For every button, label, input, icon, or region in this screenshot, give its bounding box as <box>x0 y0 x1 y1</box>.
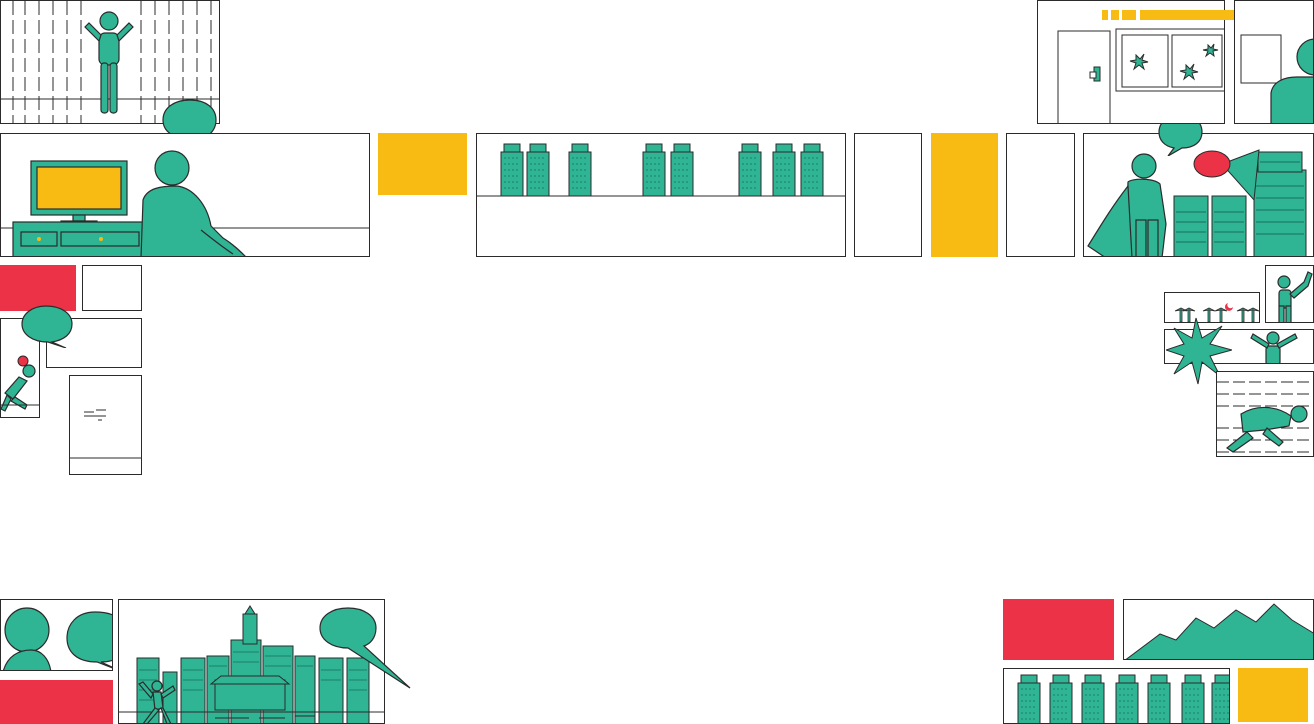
figure-icon <box>1 364 36 412</box>
door-icon <box>1057 28 1224 123</box>
panel-paper-sheet <box>69 375 142 475</box>
person-head-icon <box>4 607 50 653</box>
computer-desk-scene <box>1 150 369 256</box>
building-icon <box>772 143 796 197</box>
buildings-row-scene <box>1017 674 1229 723</box>
waving-figure-icon <box>1277 271 1313 322</box>
running-scene <box>1217 381 1313 453</box>
palm-tree-icon <box>1174 303 1259 322</box>
yellow-block-1 <box>378 133 467 195</box>
red-block-2 <box>0 680 113 724</box>
yellow-stripe-header <box>1111 10 1119 20</box>
panel-blank-narrow-2 <box>1006 133 1075 257</box>
yellow-block-3 <box>1238 668 1308 722</box>
speech-bubble-icon <box>319 607 411 689</box>
windows-scene <box>1057 28 1224 123</box>
panel-buildings-row <box>1003 668 1230 724</box>
panel-blank-narrow-1 <box>854 133 922 257</box>
building-icon <box>1147 674 1171 723</box>
dialogue-scene <box>3 607 112 670</box>
building-icon <box>1017 674 1041 723</box>
building-icon <box>1115 674 1139 723</box>
yellow-stripe-header <box>1102 10 1108 20</box>
person-icon <box>1270 38 1313 123</box>
hero-scene <box>1087 149 1307 256</box>
building-icon <box>670 143 694 197</box>
side-figure-scene <box>1240 34 1313 123</box>
broken-glass-icon <box>1129 43 1219 81</box>
seated-figure-icon <box>140 150 246 256</box>
panel-waving-figure <box>1265 265 1314 323</box>
panel-small-blank <box>82 265 142 311</box>
panel-mountains <box>1123 599 1314 660</box>
speech-bubble-icon <box>21 305 73 348</box>
yellow-stripe-header <box>1140 10 1305 20</box>
panel-computer-desk <box>0 133 370 257</box>
panel-palm-trees <box>1164 292 1260 323</box>
document-icon <box>70 409 141 459</box>
skyline-scene <box>477 143 845 197</box>
building-icon <box>1211 674 1229 723</box>
computer-icon <box>12 160 144 256</box>
falling-scene <box>1 355 39 412</box>
building-icon <box>526 143 550 197</box>
panel-dialogue <box>0 599 113 671</box>
red-block-1 <box>0 265 76 311</box>
person-icon <box>1250 331 1298 363</box>
building-icon <box>642 143 666 197</box>
red-block-3 <box>1003 599 1114 660</box>
building-icon <box>1181 674 1205 723</box>
buildings-icon <box>1173 151 1307 256</box>
explosion-icon <box>1166 317 1232 385</box>
yellow-stripe-header <box>1122 10 1136 20</box>
cheering-figure-icon <box>138 680 176 723</box>
building-icon <box>1049 674 1073 723</box>
building-icon <box>738 143 762 197</box>
speech-bubble-icon <box>1158 114 1203 156</box>
building-icon <box>500 143 524 197</box>
building-icon <box>568 143 592 197</box>
panel-running-figure <box>1216 371 1314 457</box>
panel-hero-cape <box>1083 133 1314 257</box>
panel-city-skyline <box>476 133 846 257</box>
explosion-scene <box>1250 331 1298 363</box>
mountain-icon <box>1125 603 1313 659</box>
panel-broken-windows <box>1037 0 1225 124</box>
runner-icon <box>1225 405 1308 453</box>
prisoner-icon <box>84 11 134 114</box>
jail-bars-scene <box>1 1 219 123</box>
building-icon <box>800 143 824 197</box>
yellow-block-2 <box>931 133 998 257</box>
speech-bubble-icon <box>66 611 112 669</box>
panel-jail-figure <box>0 0 220 124</box>
panel-side-figure <box>1234 0 1314 124</box>
landmark-scene <box>119 605 384 723</box>
panel-landmark-city <box>118 599 385 724</box>
caped-hero-icon <box>1087 153 1167 256</box>
building-icon <box>1081 674 1105 723</box>
